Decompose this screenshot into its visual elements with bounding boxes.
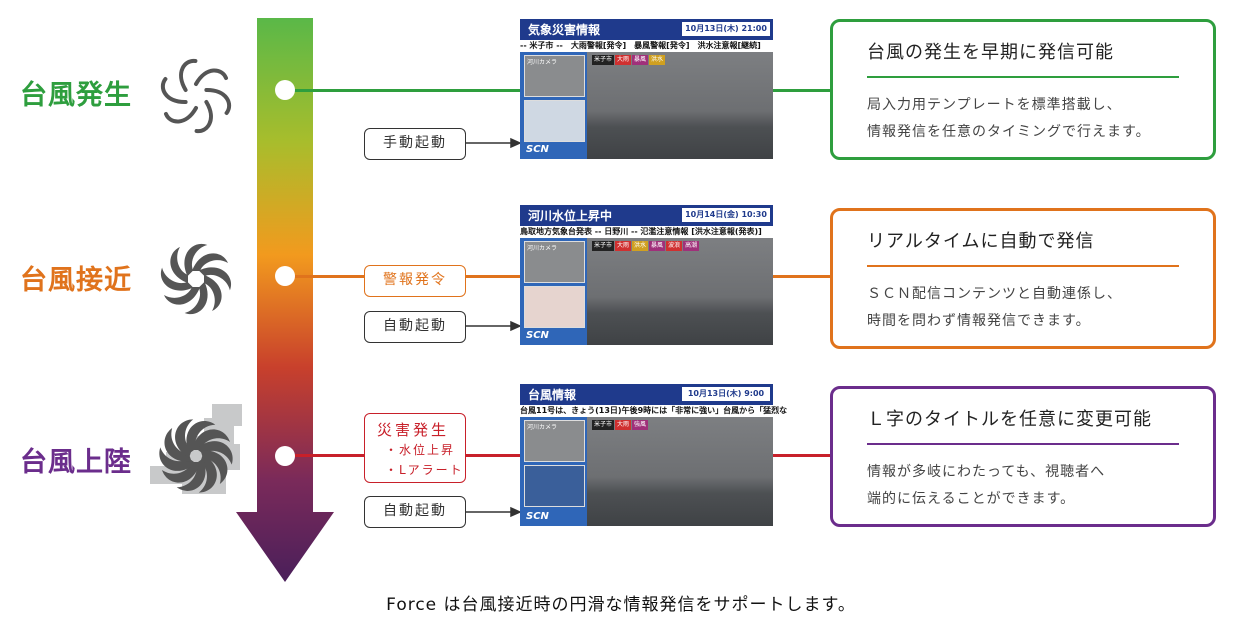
warning-tag: 大雨 [615,420,632,430]
warning-tag: 高潮 [683,241,700,251]
warning-tags: 米子市大雨暴風洪水 [592,55,666,65]
stage-label-approach: 台風接近 [20,265,132,296]
warning-tag: 大雨 [615,55,632,65]
timeline-dot-landfall [275,446,295,466]
camera-scene [587,52,773,159]
trigger-disaster-occurred: 災害発生 ・水位上昇 ・Lアラート [364,413,466,483]
trigger-manual-start: 手動起動 [364,128,466,160]
typhoon-icon-outline [160,59,232,133]
warning-tag: 米子市 [592,55,615,65]
warning-tag: 波浪 [666,241,683,251]
feature-card-landfall: Ｌ字のタイトルを任意に変更可能 情報が多岐にわたっても、視聴者へ 端的に伝えるこ… [830,386,1216,527]
warning-tag: 洪水 [649,55,666,65]
warning-tag: 暴風 [649,241,666,251]
feature-card-approach: リアルタイムに自動で発信 ＳＣＮ配信コンテンツと自動連係し、 時間を問わず情報発… [830,208,1216,349]
typhoon-icon-strong [159,419,233,493]
stage-label-genesis: 台風発生 [20,80,132,111]
caption: Force は台風接近時の円滑な情報発信をサポートします。 [386,595,856,615]
typhoon-icon-medium [160,243,232,315]
warning-tag: 大雨 [615,241,632,251]
feature-card-genesis: 台風の発生を早期に発信可能 局入力用テンプレートを標準搭載し、 情報発信を任意の… [830,19,1216,160]
warning-tags: 米子市大雨洪水暴風波浪高潮 [592,241,700,251]
connector-line-landfall-right [773,454,830,457]
camera-scene [587,238,773,345]
water-level-chart [524,286,585,328]
card-title: リアルタイムに自動で発信 [867,231,1095,252]
card-body: 局入力用テンプレートを標準搭載し、 情報発信を任意のタイミングで行えます。 [867,97,1151,140]
timeline-dot-genesis [275,80,295,100]
card-body: 情報が多岐にわたっても、視聴者へ 端的に伝えることができます。 [867,464,1106,507]
card-body: ＳＣＮ配信コンテンツと自動連係し、 時間を問わず情報発信できます。 [867,286,1122,329]
trigger-auto-start-1: 自動起動 [364,311,466,343]
timeline-dot-approach [275,266,295,286]
connector-line-genesis [294,89,520,92]
warning-tags: 米子市大雨強風 [592,420,649,430]
warning-tag: 強風 [632,420,649,430]
connector-line-genesis-right [773,89,830,92]
trigger-warning-issued: 警報発令 [364,265,466,297]
card-title: Ｌ字のタイトルを任意に変更可能 [867,409,1152,430]
warning-tag: 米子市 [592,241,615,251]
typhoon-track-map [524,465,585,507]
card-title: 台風の発生を早期に発信可能 [867,42,1114,63]
stage-label-landfall: 台風上陸 [20,447,132,478]
weather-map [524,100,585,142]
camera-scene [587,417,773,526]
warning-tag: 米子市 [592,420,615,430]
warning-tag: 暴風 [632,55,649,65]
warning-tag: 洪水 [632,241,649,251]
trigger-auto-start-2: 自動起動 [364,496,466,528]
connector-line-approach-right [773,275,830,278]
